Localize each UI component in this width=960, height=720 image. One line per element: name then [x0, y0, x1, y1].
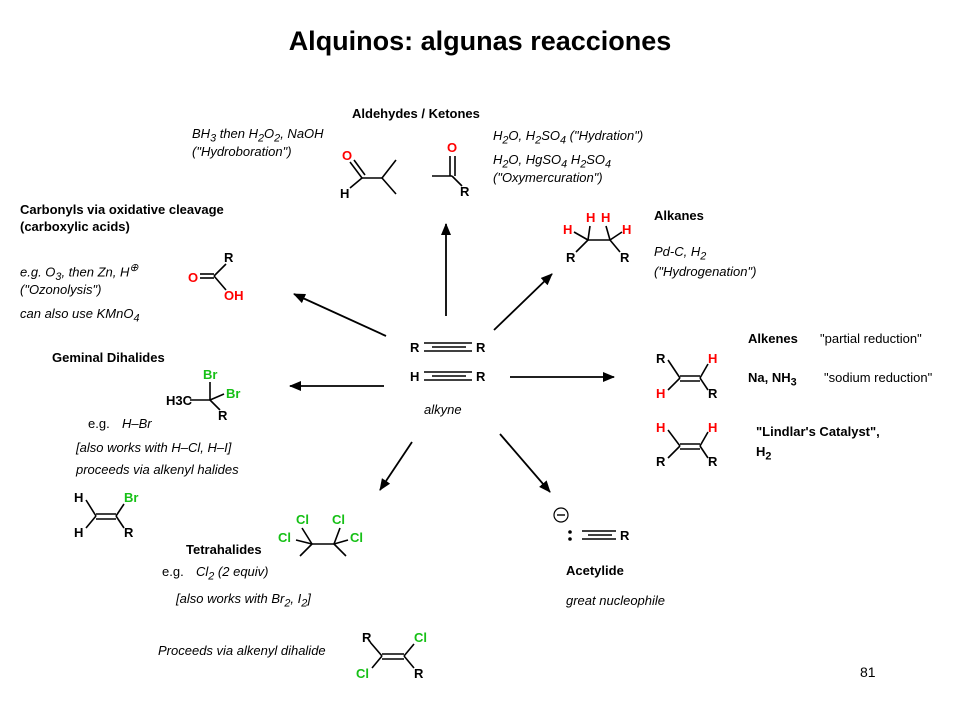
tetra-cl3: Cl [278, 530, 291, 545]
aldehydes-heading: Aldehydes / Ketones [352, 106, 480, 121]
cis-r2: R [708, 454, 718, 469]
tetra-cl4: Cl [350, 530, 363, 545]
alkane-h4: H [622, 222, 631, 237]
ozonolysis-label: ("Ozonolysis") [20, 282, 102, 297]
carboxylic-acid-structure: R O OH [188, 250, 244, 303]
hydrogenation-reagent: Pd-C, H2 [654, 244, 707, 263]
ketone-r: R [460, 184, 470, 199]
alkane-h2: H [586, 210, 595, 225]
alkyne-structures: R R H R [410, 340, 486, 384]
lindlar-h2: H2 [756, 444, 772, 463]
geminal-note-2: proceeds via alkenyl halides [76, 462, 239, 477]
lindlar-catalyst: "Lindlar's Catalyst", [756, 424, 880, 439]
tetrahalides-heading: Tetrahalides [186, 542, 262, 557]
carbonyls-heading-2: (carboxylic acids) [20, 219, 130, 234]
trans-alkene-structure: R H H R [656, 351, 718, 401]
page-title: Alquinos: algunas reacciones [288, 26, 672, 56]
tetrachloride-structure: Cl Cl Cl Cl [278, 512, 363, 557]
oxymercuration-label: ("Oxymercuration") [493, 170, 603, 185]
ketone-oxygen: O [447, 140, 457, 155]
partial-reduction-note: "partial reduction" [820, 331, 922, 346]
trans-h2: H [656, 386, 665, 401]
tetrahalides-example-prefix: e.g. [162, 564, 184, 579]
geminal-example-prefix: e.g. [88, 416, 110, 431]
sodium-reduction-note: "sodium reduction" [824, 370, 933, 385]
aldehyde-oxygen: O [342, 148, 352, 163]
acid-hydroxyl: OH [224, 288, 244, 303]
kmno4-note: can also use KMnO4 [20, 306, 140, 325]
vinyl-br: Br [124, 490, 138, 505]
reaction-arrows [289, 223, 615, 493]
alkane-r2: R [620, 250, 630, 265]
geminal-note-1: [also works with H–Cl, H–I] [76, 440, 232, 455]
acetylide-r: R [620, 528, 630, 543]
alkenyl-dichloride-structure: R Cl Cl R [356, 630, 427, 681]
alkyne-r-left: R [410, 340, 420, 355]
page-number: 81 [860, 664, 876, 680]
arrow-alkanes [493, 273, 553, 331]
ozonolysis-reagent: e.g. O3, then Zn, H⊕ [20, 262, 139, 283]
vinyl-r: R [124, 525, 134, 540]
vinyl-h2: H [74, 525, 83, 540]
arrow-carbonyls [293, 293, 387, 337]
hydrogenation-label: ("Hydrogenation") [654, 264, 757, 279]
arrow-acetylide [499, 433, 551, 493]
gem-r: R [218, 408, 228, 423]
trans-r2: R [708, 386, 718, 401]
oxymercuration-reagent: H2O, HgSO4 H2SO4 [493, 152, 612, 171]
alkenes-heading: Alkenes [748, 331, 798, 346]
alkane-structure: H H H H R R [563, 210, 631, 265]
vinyl-h1: H [74, 490, 83, 505]
gem-br2: Br [226, 386, 240, 401]
terminal-alkyne-r: R [476, 369, 486, 384]
dichloro-r2: R [414, 666, 424, 681]
ketone-structure: O R [432, 140, 470, 199]
alkane-h1: H [563, 222, 572, 237]
terminal-alkyne-h: H [410, 369, 419, 384]
dichloro-cl1: Cl [414, 630, 427, 645]
geminal-heading: Geminal Dihalides [52, 350, 165, 365]
cis-r1: R [656, 454, 666, 469]
gem-methyl: H3C [166, 393, 193, 408]
sodium-reagent: Na, NH3 [748, 370, 797, 389]
trans-r1: R [656, 351, 666, 366]
gem-br1: Br [203, 367, 217, 382]
tetrahalides-example: Cl2 (2 equiv) [196, 564, 269, 583]
hydration-reagent: H2O, H2SO4 ("Hydration") [493, 128, 644, 147]
cis-alkene-structure: H H R R [656, 420, 718, 469]
tetra-cl1: Cl [296, 512, 309, 527]
alkanes-heading: Alkanes [654, 208, 704, 223]
alkenyl-dihalide-note: Proceeds via alkenyl dihalide [158, 643, 326, 658]
geminal-dibromide-structure: Br Br H3C R [166, 367, 240, 423]
acetylide-note: great nucleophile [566, 593, 666, 608]
dichloro-r1: R [362, 630, 372, 645]
aldehyde-hydrogen: H [340, 186, 349, 201]
tetra-cl2: Cl [332, 512, 345, 527]
geminal-example: H–Br [122, 416, 152, 431]
aldehyde-structure: O H [340, 148, 397, 201]
acid-oxygen: O [188, 270, 198, 285]
acid-r: R [224, 250, 234, 265]
negative-charge-icon [553, 507, 569, 523]
alkyne-label: alkyne [424, 402, 462, 417]
carbonyls-heading-1: Carbonyls via oxidative cleavage [20, 202, 224, 217]
cis-h1: H [656, 420, 665, 435]
hydroboration-label: ("Hydroboration") [192, 144, 292, 159]
dichloro-cl2: Cl [356, 666, 369, 681]
cis-h2: H [708, 420, 717, 435]
alkane-h3: H [601, 210, 610, 225]
arrow-tetrahalides [379, 441, 413, 491]
acetylide-heading: Acetylide [566, 563, 624, 578]
trans-h1: H [708, 351, 717, 366]
alkane-r1: R [566, 250, 576, 265]
tetrahalides-note: [also works with Br2, I2] [176, 591, 311, 610]
acetylide-structure: R [553, 507, 630, 543]
hydroboration-reagent: BH3 then H2O2, NaOH [192, 126, 324, 145]
alkenyl-bromide-structure: H Br H R [74, 490, 138, 540]
alkyne-r-right: R [476, 340, 486, 355]
